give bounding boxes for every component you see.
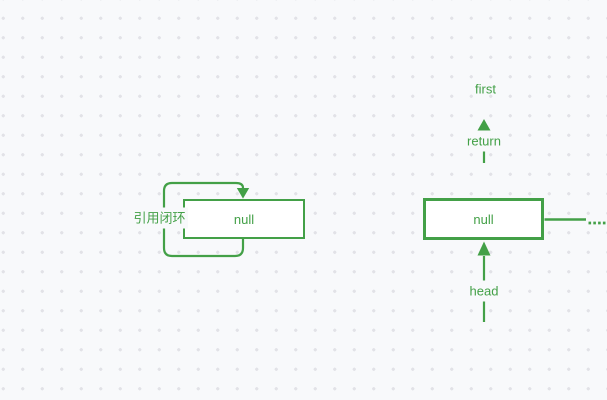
- cycle-null-node-label: null: [233, 211, 255, 227]
- first-text[interactable]: first: [475, 81, 496, 96]
- return-arrow-label[interactable]: return: [465, 130, 503, 152]
- cycle-annotation-label[interactable]: 引用闭环: [131, 207, 188, 229]
- cycle-null-node[interactable]: null: [183, 199, 305, 239]
- self-loop-arrowhead-icon: [236, 188, 250, 199]
- self-loop-connector[interactable]: [162, 181, 245, 258]
- head-null-node[interactable]: null: [423, 198, 544, 240]
- return-arrowhead-icon: [477, 119, 491, 131]
- head-null-node-label: null: [473, 211, 494, 227]
- head-arrow-label[interactable]: head: [467, 280, 501, 302]
- head-arrowhead-icon: [477, 241, 491, 256]
